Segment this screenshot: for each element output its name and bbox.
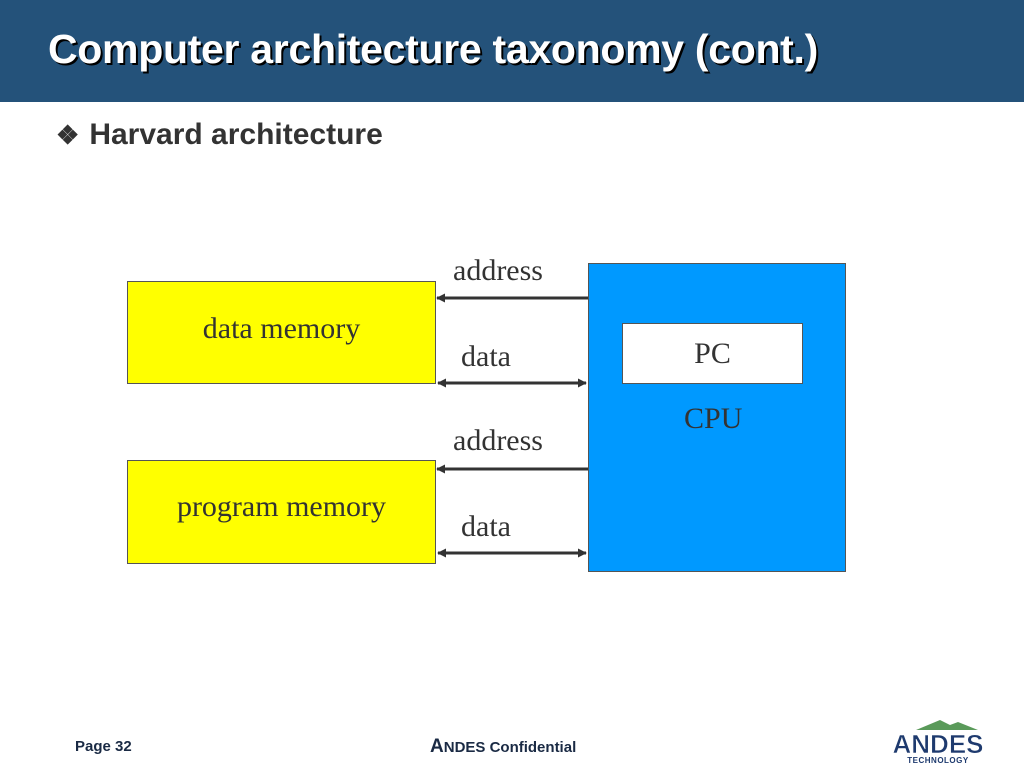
page-number: Page 32: [75, 738, 132, 755]
data-memory-box: data memory: [127, 281, 436, 384]
logo-main-text: ANDES: [892, 729, 983, 759]
cpu-box: [588, 263, 846, 572]
pc-register-box: PC: [622, 323, 803, 384]
confidential-text: NDES Confidential: [443, 739, 577, 756]
confidential-notice: ANDES Confidential: [430, 736, 576, 758]
program-memory-label: program memory: [176, 490, 387, 523]
slide-title: Computer architecture taxonomy (cont.): [48, 26, 818, 72]
diamond-bullet-icon: ❖: [56, 120, 80, 150]
bullet-text: Harvard architecture: [89, 118, 383, 151]
data-address-bus-label: address: [453, 254, 543, 287]
program-memory-box: program memory: [127, 460, 436, 564]
cpu-label: CPU: [684, 402, 743, 435]
pc-label: PC: [694, 336, 731, 370]
logo-sub-text: TECHNOLOGY: [907, 756, 969, 765]
data-data-bus-label: data: [461, 340, 511, 373]
data-memory-label: data memory: [202, 311, 361, 345]
title-bar: Computer architecture taxonomy (cont.): [0, 0, 1024, 102]
program-address-bus-label: address: [453, 424, 543, 457]
program-data-bus-label: data: [461, 510, 511, 543]
andes-logo: ANDES TECHNOLOGY: [892, 720, 984, 765]
logo-mountain-icon: [916, 720, 978, 730]
bullet-item: ❖ Harvard architecture: [56, 118, 383, 152]
confidential-initial: A: [430, 736, 444, 757]
